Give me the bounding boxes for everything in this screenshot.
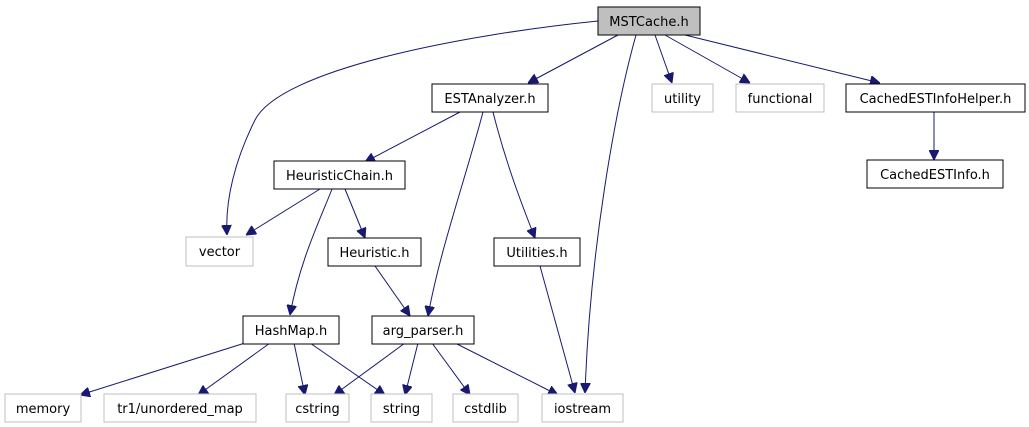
edge-mstcache-cachedestinfohelper [684, 34, 880, 83]
node-heuristic[interactable]: Heuristic.h [327, 237, 422, 267]
node-label: string [383, 402, 420, 417]
node-string[interactable]: string [370, 393, 433, 423]
nodes-layer: MSTCache.h ESTAnalyzer.h utility functio… [4, 6, 1026, 423]
edge-hashmap-memory [80, 342, 246, 395]
node-label: functional [748, 92, 813, 107]
edge-mstcache-iostream [585, 34, 637, 393]
node-utilities[interactable]: Utilities.h [493, 237, 581, 267]
node-cstdlib[interactable]: cstdlib [452, 393, 519, 423]
node-label: MSTCache.h [609, 15, 688, 30]
edge-hashmap-tr1_unordered_map [198, 342, 271, 395]
edge-estanalyzer-utilities [492, 111, 535, 238]
node-label: ESTAnalyzer.h [444, 92, 535, 107]
edge-mstcache-utility [654, 34, 672, 83]
node-heuristicchain[interactable]: HeuristicChain.h [273, 160, 406, 190]
node-label: iostream [554, 402, 611, 417]
node-cstring[interactable]: cstring [285, 393, 350, 423]
node-iostream[interactable]: iostream [541, 393, 624, 423]
node-label: Heuristic.h [340, 246, 410, 261]
edge-mstcache-vector [227, 20, 599, 235]
node-estanalyzer[interactable]: ESTAnalyzer.h [431, 83, 549, 113]
node-mstcache[interactable]: MSTCache.h [597, 6, 701, 36]
edge-arg_parser-string [405, 342, 419, 395]
node-memory[interactable]: memory [4, 393, 82, 423]
edge-heuristicchain-hashmap [290, 188, 333, 315]
node-arg_parser[interactable]: arg_parser.h [371, 315, 475, 345]
node-label: vector [199, 245, 241, 260]
edge-heuristic-arg_parser [374, 265, 410, 316]
node-label: CachedESTInfo.h [880, 168, 990, 183]
node-tr1_unordered_map[interactable]: tr1/unordered_map [103, 393, 257, 423]
node-label: memory [16, 402, 71, 417]
edge-mstcache-estanalyzer [528, 34, 619, 83]
edge-estanalyzer-arg_parser [428, 111, 484, 316]
edge-utilities-iostream [539, 265, 575, 393]
node-label: HeuristicChain.h [286, 169, 393, 184]
node-hashmap[interactable]: HashMap.h [242, 315, 340, 345]
node-label: Utilities.h [506, 246, 567, 261]
edge-arg_parser-cstdlib [431, 342, 470, 395]
node-utility[interactable]: utility [651, 83, 714, 113]
node-label: cstring [295, 402, 339, 417]
node-cachedestinfohelper[interactable]: CachedESTInfoHelper.h [845, 83, 1026, 113]
edges-layer [80, 20, 934, 395]
edge-heuristicchain-heuristic [344, 188, 365, 238]
node-label: cstdlib [464, 402, 507, 417]
node-label: arg_parser.h [383, 324, 464, 339]
node-label: tr1/unordered_map [117, 402, 243, 417]
node-label: HashMap.h [255, 324, 328, 339]
node-label: CachedESTInfoHelper.h [860, 92, 1012, 107]
edge-arg_parser-cstring [334, 342, 406, 395]
node-functional[interactable]: functional [735, 83, 825, 113]
edge-hashmap-string [309, 342, 385, 395]
edge-heuristicchain-vector [246, 188, 321, 235]
edge-estanalyzer-heuristicchain [365, 111, 461, 162]
node-label: utility [664, 92, 701, 107]
edge-mstcache-functional [664, 34, 750, 83]
node-vector[interactable]: vector [185, 236, 254, 267]
edge-arg_parser-iostream [454, 342, 558, 395]
edge-hashmap-cstring [293, 342, 305, 395]
node-cachedestinfo[interactable]: CachedESTInfo.h [866, 159, 1004, 189]
